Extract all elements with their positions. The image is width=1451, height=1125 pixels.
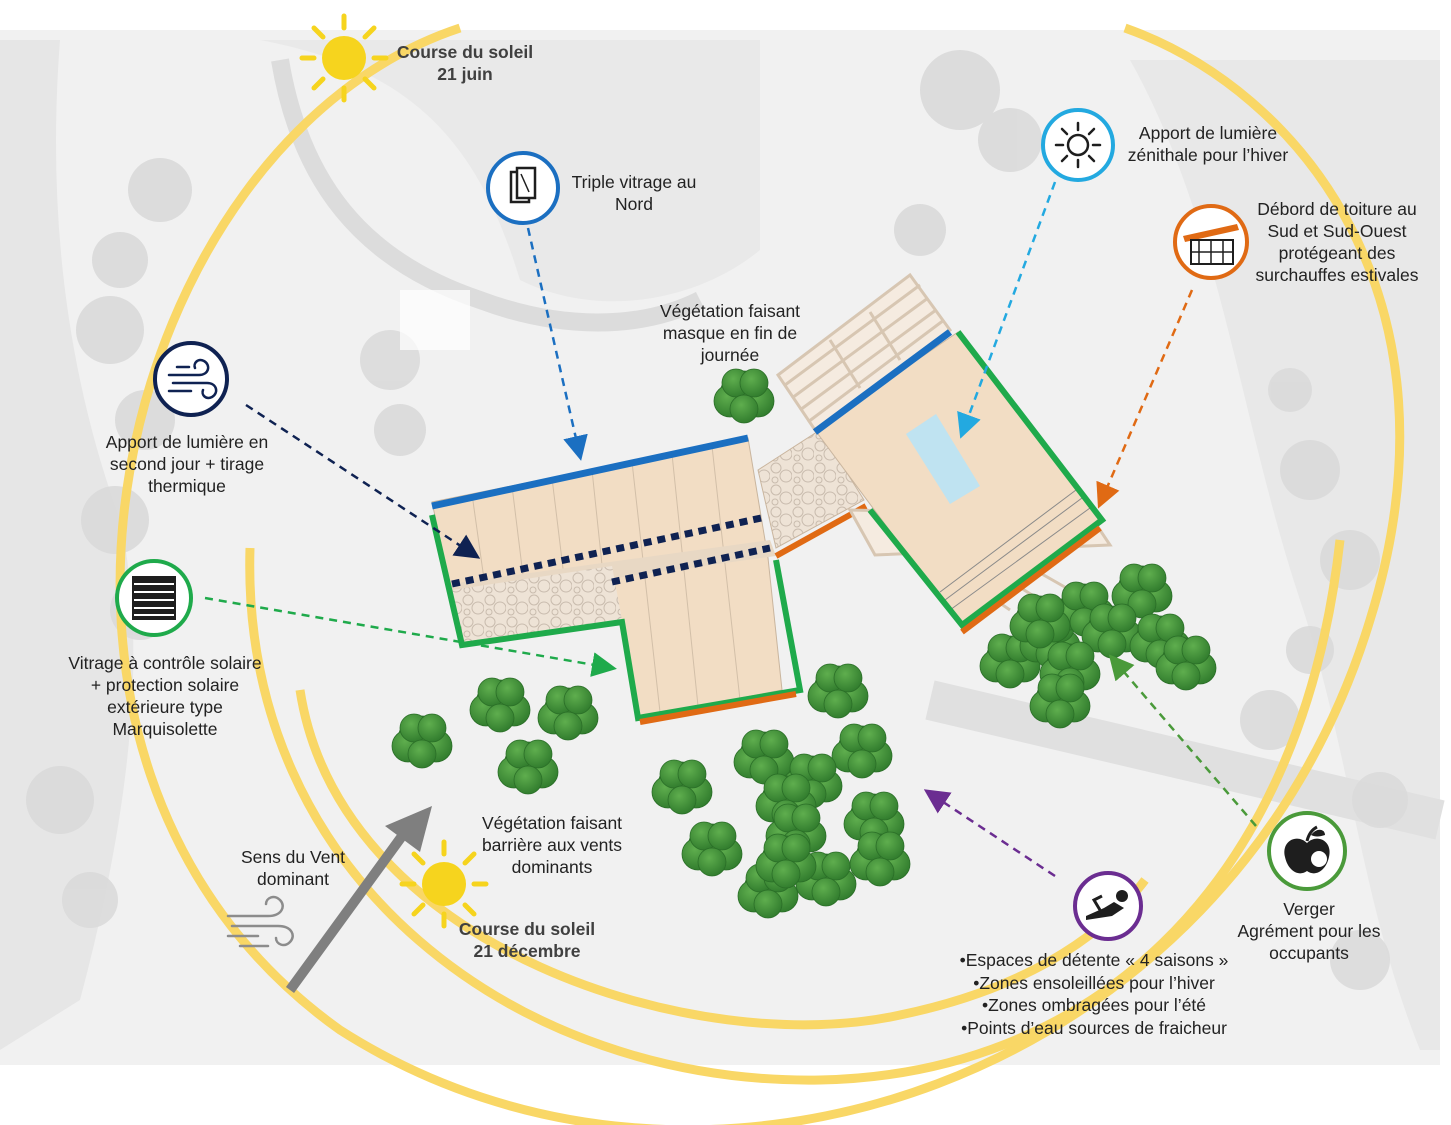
arrow-zenithal [957,181,1057,439]
tree [1009,593,1071,649]
wind-direction-arrow [285,806,432,993]
tree [469,677,531,733]
relax-item: •Espaces de détente « 4 saisons » [959,950,1229,970]
skylight [906,414,980,504]
sun-summer-icon [299,13,389,103]
tree [979,633,1041,689]
relax-icon [1073,871,1143,941]
arrow-overhang [1096,289,1194,509]
tree [807,663,869,719]
tree [391,713,453,769]
blinds-icon [115,559,193,637]
sun-path-middle [245,539,1345,1085]
tree [849,831,911,887]
tree [755,833,817,889]
zenith-sun-icon [1041,108,1115,182]
tree [843,791,905,847]
tree [497,739,559,795]
relax-item: •Zones ombragées pour l’été [981,995,1207,1015]
solar-glazing-label: Vitrage à contrôle solaire+ protection s… [68,653,262,739]
sun-winter-icon [399,839,489,929]
apple-icon [1267,811,1347,891]
building-right-wing [812,329,1107,635]
relax-item: •Points d’eau sources de fraicheur [961,1017,1227,1038]
vegetation [391,368,1217,919]
tree [681,821,743,877]
tree [1081,603,1143,659]
tree [1029,673,1091,729]
relax-spaces-list: •Espaces de détente « 4 saisons » •Zones… [938,949,1250,1039]
tree [651,759,713,815]
arrow-relax [923,789,1056,878]
arrow-second-light [245,403,481,559]
building-left-wing [429,434,804,725]
triple-glazing-icon [486,151,560,225]
tree [1155,635,1217,691]
tree [713,368,775,424]
relax-item: •Zones ensoleillées pour l’hiver [973,972,1215,993]
tree [537,685,599,741]
wind-icon [226,895,294,948]
roof-overhang-icon [1173,204,1249,280]
leader-arrows [204,181,1257,878]
wind-flow-icon [153,341,229,417]
arrow-orchard [1108,654,1257,827]
arrow-triple-glazing [526,227,588,461]
sun-path-june [115,23,1405,1125]
background-site-plan [0,30,1445,1065]
tree [831,723,893,779]
